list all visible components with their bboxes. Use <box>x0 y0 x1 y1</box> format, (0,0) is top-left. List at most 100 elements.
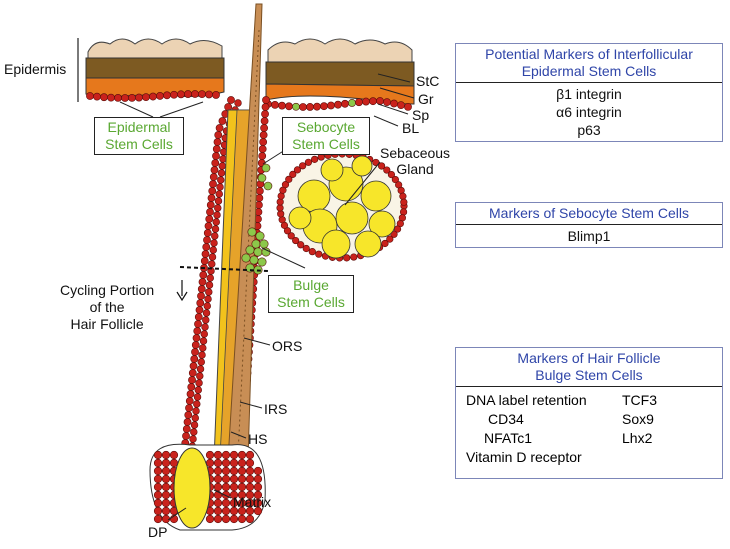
gland-border-cell <box>400 198 408 206</box>
matrix-cell <box>153 506 163 516</box>
ors-cell <box>197 358 205 366</box>
gland-border-cell <box>293 166 302 174</box>
interfollicular-markers-box: Potential Markers of Interfollicular Epi… <box>455 43 723 142</box>
sebocyte <box>320 158 344 182</box>
sebocyte <box>335 201 369 235</box>
ors-cell <box>196 365 205 373</box>
ors-cell <box>206 274 214 282</box>
matrix-cell <box>253 498 263 508</box>
ors-cell <box>191 341 200 349</box>
bulge-markers-title: Markers of Hair Follicle Bulge Stem Cell… <box>456 348 722 387</box>
basal-cell <box>348 99 356 107</box>
matrix-cell <box>221 490 231 500</box>
left-basal-layer <box>86 90 220 102</box>
matrix-cell <box>229 466 239 476</box>
interfollicular-markers-title: Potential Markers of Interfollicular Epi… <box>456 44 722 83</box>
ors-cell <box>213 211 221 219</box>
ors-cell <box>201 323 209 331</box>
ors-cell <box>258 145 267 153</box>
bulge-marker-tcf3: TCF3 <box>622 392 657 408</box>
ors-cell <box>190 355 199 363</box>
basal-cell <box>163 91 171 100</box>
matrix-cell <box>213 506 223 516</box>
basal-cell <box>212 91 220 99</box>
gland-border-cell <box>276 204 284 212</box>
label-dp: DP <box>148 524 168 540</box>
hair-follicle <box>180 3 273 461</box>
matrix-cell <box>221 514 231 524</box>
ors-cell <box>193 393 202 401</box>
gland-border-cell <box>391 175 399 184</box>
matrix-cell <box>153 514 163 524</box>
label-epidermis: Epidermis <box>4 61 67 77</box>
ors-cell <box>214 131 223 139</box>
matrix-cell <box>161 490 171 500</box>
interfollicular-marker-3: p63 <box>577 122 601 138</box>
matrix-cell <box>161 450 171 460</box>
ors-cell <box>261 103 270 111</box>
label-sebaceous-gland: Sebaceous Gland <box>380 145 451 177</box>
bulge-markers-box: Markers of Hair Follicle Bulge Stem Cell… <box>455 347 723 479</box>
ors-cell <box>199 344 207 352</box>
ors-cell <box>196 372 204 380</box>
basal-cell <box>397 101 405 110</box>
ors-cell <box>192 334 201 342</box>
gland-border-cell <box>390 230 398 238</box>
ors-cell <box>219 155 227 163</box>
ors-cell <box>261 110 269 118</box>
gland-border-cell <box>387 171 396 179</box>
gland-border-cell <box>277 210 285 218</box>
basal-cell <box>369 97 377 106</box>
dermal-papilla <box>173 447 211 529</box>
ors-cell <box>202 243 211 251</box>
matrix-cell <box>237 466 247 476</box>
gland-cells <box>288 155 396 259</box>
ors-cell <box>184 411 193 419</box>
ors-cell <box>194 320 202 328</box>
ors-cell <box>214 197 223 205</box>
ors-cell <box>227 96 235 104</box>
matrix-cell <box>213 514 223 524</box>
ors-cell <box>196 299 205 307</box>
gland-border-cell <box>343 254 351 262</box>
sebocyte-marker-1: Blimp1 <box>567 228 611 244</box>
gland-border-cell <box>283 227 292 235</box>
bulge-cell <box>241 253 251 263</box>
sebocyte-stem-cells-box: Sebocyte Stem Cells <box>282 117 370 155</box>
gland-border-cell <box>302 244 310 253</box>
bulge-cell <box>249 255 259 265</box>
bulge-cell <box>259 239 269 249</box>
ors-cell <box>217 169 226 177</box>
basal-cell <box>100 93 108 102</box>
matrix-cell <box>245 514 255 524</box>
ors-cell <box>209 246 217 254</box>
matrix-cell <box>245 506 255 516</box>
basal-cell <box>341 99 349 108</box>
matrix-cell <box>153 474 163 484</box>
matrix-cell <box>245 458 255 468</box>
ors-cell <box>199 337 208 345</box>
right-basal-layer <box>264 97 412 111</box>
ors-cell <box>259 138 268 146</box>
label-irs: IRS <box>264 401 288 417</box>
ors-cell <box>205 288 213 296</box>
matrix-cell <box>153 490 163 500</box>
matrix-cell <box>205 514 215 524</box>
ors-cell <box>188 376 196 384</box>
ors-cell <box>185 404 193 412</box>
matrix-cell <box>161 474 171 484</box>
ors-cell <box>202 316 210 324</box>
basal-cell <box>313 102 321 111</box>
basal-cell <box>355 98 363 107</box>
matrix-cell <box>237 498 247 508</box>
matrix-cell <box>229 498 239 508</box>
matrix-cell <box>213 498 223 508</box>
ors-cell <box>209 173 218 181</box>
ors-cell <box>260 124 269 132</box>
ors-cell <box>217 176 225 184</box>
ors-cell <box>186 390 195 398</box>
basal-cell <box>404 102 412 111</box>
ors-cell <box>200 330 208 338</box>
ors-cell <box>189 435 197 443</box>
matrix-cell <box>221 474 231 484</box>
